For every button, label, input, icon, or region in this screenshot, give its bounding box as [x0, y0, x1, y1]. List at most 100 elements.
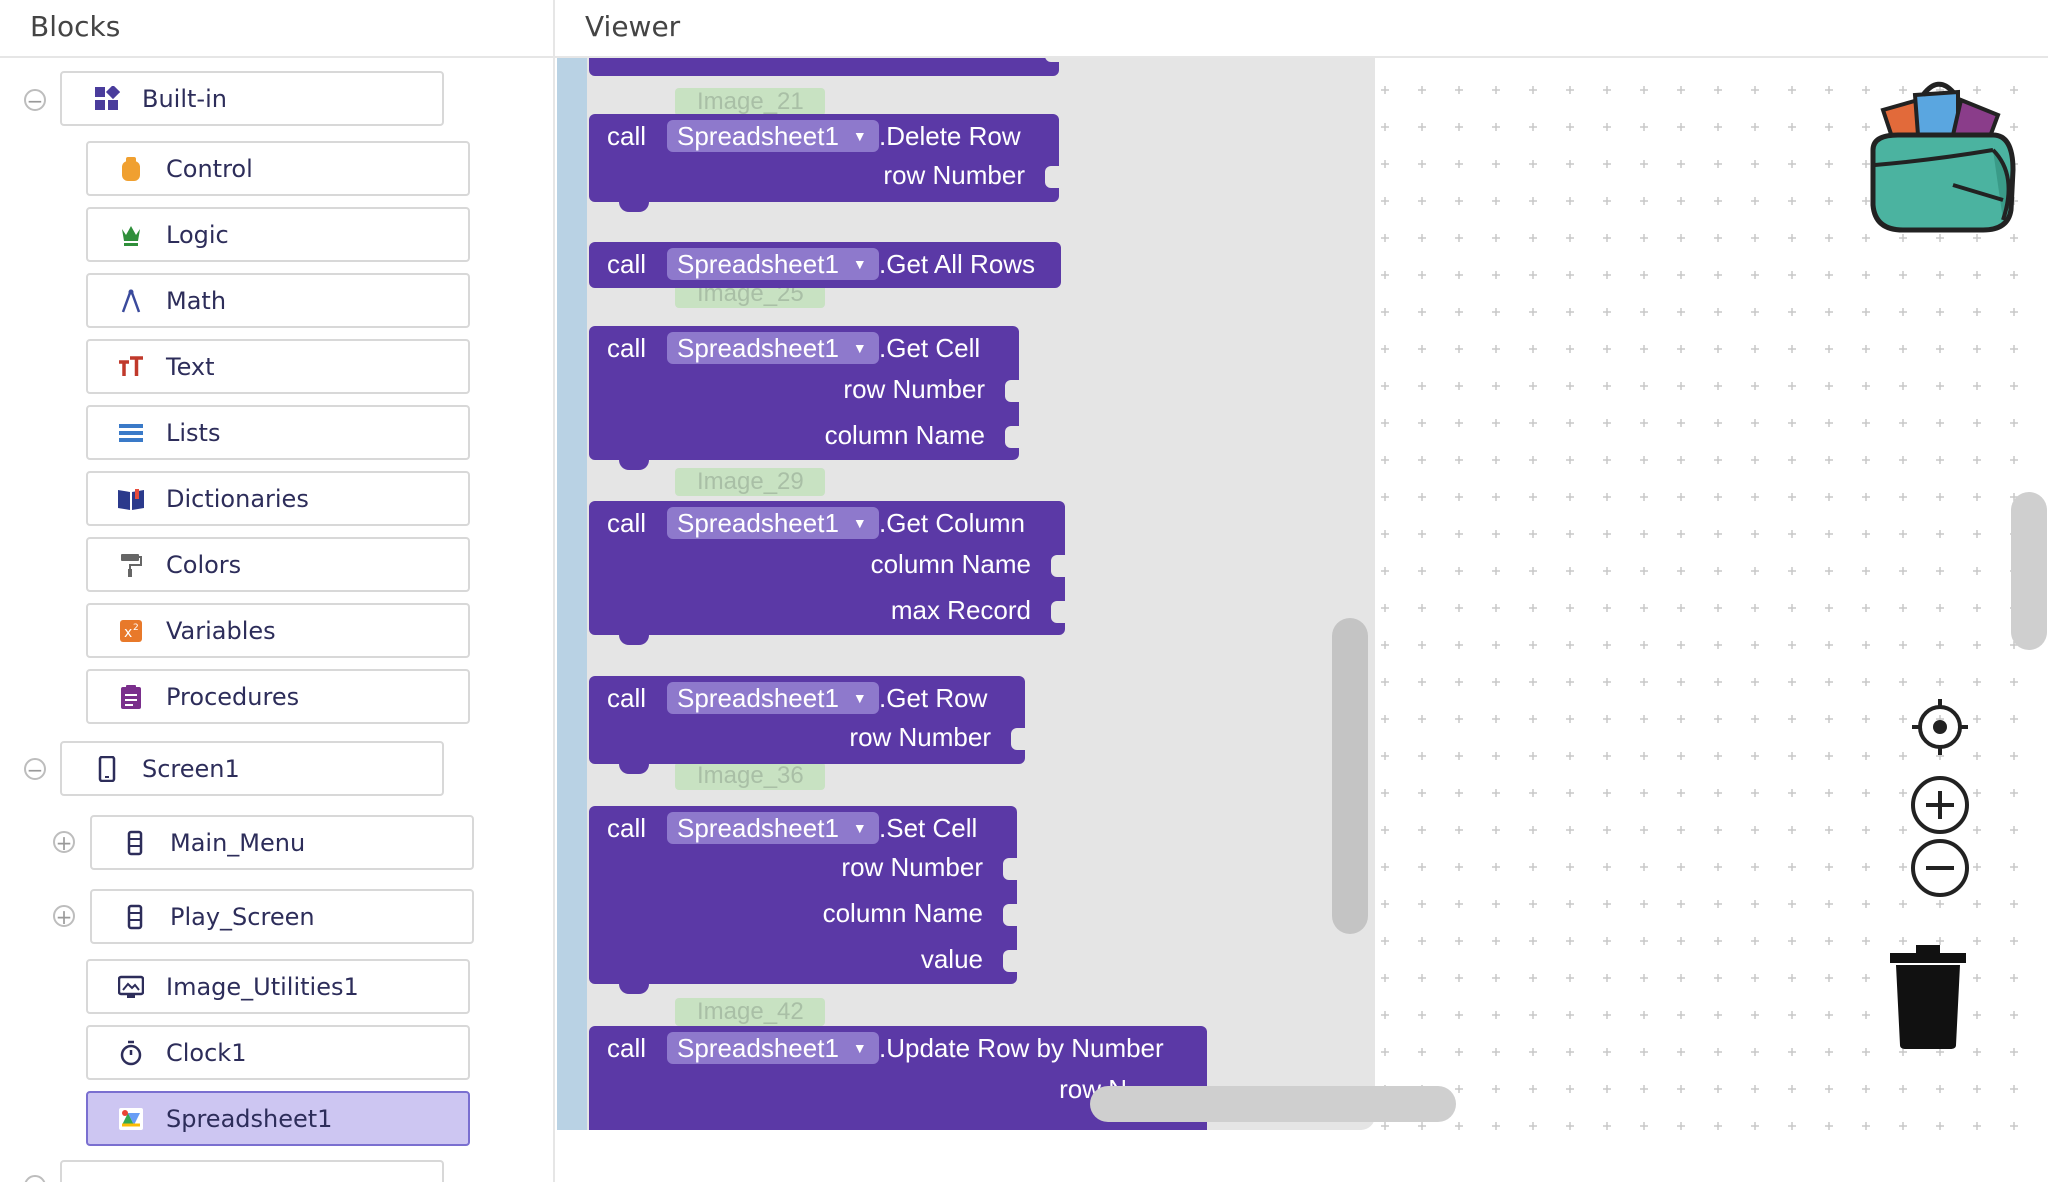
block-delete-row[interactable]: call Spreadsheet1▼ .Delete Row row Numbe… — [589, 114, 1059, 212]
block-set-cell[interactable]: call Spreadsheet1▼ .Set Cell row Number … — [589, 806, 1017, 994]
main-menu-expand-toggle[interactable]: + — [53, 831, 75, 854]
tree-item-label: Variables — [166, 616, 276, 645]
component-dropdown[interactable]: Spreadsheet1 ▼ — [667, 507, 879, 539]
component-dropdown[interactable]: Spreadsheet1▼ — [667, 248, 879, 280]
divider — [555, 56, 2048, 58]
dropdown-label: Spreadsheet1 — [677, 120, 839, 151]
tree-item-label: Colors — [166, 550, 242, 579]
block-tab — [619, 198, 649, 212]
param-label: row Number — [849, 722, 991, 752]
component-dropdown[interactable]: Spreadsheet1▼ — [667, 812, 879, 844]
dropdown-label: Spreadsheet1 — [677, 682, 839, 713]
socket — [1005, 380, 1019, 402]
tree-item-logic[interactable]: Logic — [86, 207, 470, 262]
dropdown-label: Spreadsheet1 — [677, 507, 839, 538]
target-icon[interactable] — [1910, 697, 1970, 762]
block-tab — [619, 980, 649, 994]
tree-item-math[interactable]: Math — [86, 273, 470, 328]
tree-item-text[interactable]: Text — [86, 339, 470, 394]
screen-collapse-toggle[interactable]: − — [24, 758, 46, 781]
builtin-collapse-toggle[interactable]: − — [24, 89, 46, 112]
tree-item-dictionaries[interactable]: Dictionaries — [86, 471, 470, 526]
svg-text:2: 2 — [133, 623, 139, 633]
call-keyword: call — [607, 1032, 647, 1063]
param-label: column Name — [824, 420, 985, 450]
flyout-horizontal-scrollbar[interactable] — [1090, 1086, 1456, 1122]
socket — [1011, 728, 1025, 750]
blocks-flyout[interactable]: values Image_21 Image_25 Image_29 Image_… — [557, 58, 1375, 1130]
tree-item-image-utilities1[interactable]: Image_Utilities1 — [86, 959, 470, 1014]
param-label: row Number — [843, 374, 985, 404]
book-icon — [116, 484, 146, 514]
block-get-row[interactable]: call Spreadsheet1▼ .Get Row row Number — [589, 676, 1025, 774]
param-label: row Number — [841, 852, 983, 882]
block-get-all-rows[interactable]: call Spreadsheet1▼ .Get All Rows — [589, 242, 1061, 288]
tree-item-partial[interactable] — [60, 1160, 444, 1182]
tree-item-label: Play_Screen — [170, 902, 315, 931]
tree-item-main-menu[interactable]: Main_Menu — [90, 815, 474, 870]
dropdown-arrow-icon: ▼ — [852, 515, 867, 531]
tree-item-screen1[interactable]: Screen1 — [60, 741, 444, 796]
block-tab — [619, 456, 649, 470]
ghost-label: Image_21 — [675, 88, 825, 116]
tree-item-builtin[interactable]: Built-in — [60, 71, 444, 126]
tree-item-procedures[interactable]: Procedures — [86, 669, 470, 724]
dropdown-label: Spreadsheet1 — [677, 1032, 839, 1063]
viewer-title: Viewer — [585, 10, 681, 43]
call-keyword: call — [607, 682, 647, 713]
arrangement-icon — [120, 902, 150, 932]
socket — [1045, 58, 1059, 62]
divider — [0, 56, 553, 58]
tree-item-label: Control — [166, 154, 253, 183]
method-name: .Get Cell — [879, 332, 981, 363]
tree-item-label: Text — [166, 352, 215, 381]
method-name: .Set Cell — [879, 812, 978, 843]
trash-icon[interactable] — [1888, 945, 1968, 1055]
ghost-label: Image_42 — [675, 998, 825, 1026]
socket — [1045, 166, 1059, 188]
component-dropdown[interactable]: Spreadsheet1 ▼ — [667, 682, 879, 714]
workspace-vertical-scrollbar[interactable] — [2011, 492, 2047, 650]
tree-item-label: Logic — [166, 220, 229, 249]
workspace-grid[interactable] — [555, 58, 2048, 1138]
call-keyword: call — [607, 248, 647, 279]
tree-item-lists[interactable]: Lists — [86, 405, 470, 460]
backpack-icon[interactable] — [1853, 80, 2023, 245]
dropdown-arrow-icon: ▼ — [852, 690, 867, 706]
tree-item-label: Math — [166, 286, 227, 315]
tree-item-control[interactable]: Control — [86, 141, 470, 196]
tree-item-spreadsheet1[interactable]: Spreadsheet1 — [86, 1091, 470, 1146]
socket — [1051, 601, 1065, 623]
component-dropdown[interactable]: Spreadsheet1▼ — [667, 120, 879, 152]
tree-item-label: Main_Menu — [170, 828, 306, 857]
zoom-in-icon[interactable] — [1910, 775, 1970, 840]
ghost-label: Image_29 — [675, 468, 825, 496]
control-icon — [116, 154, 146, 184]
partial-toggle[interactable] — [24, 1175, 46, 1182]
component-dropdown[interactable]: Spreadsheet1▼ — [667, 1032, 879, 1064]
method-name: .Delete Row — [879, 120, 1021, 151]
blocks-panel-title: Blocks — [30, 10, 121, 43]
flyout-vertical-scrollbar[interactable] — [1332, 618, 1368, 934]
socket — [1003, 858, 1017, 880]
play-screen-expand-toggle[interactable]: + — [53, 905, 75, 928]
dropdown-label: Spreadsheet1 — [677, 812, 839, 843]
tree-item-label: Procedures — [166, 682, 300, 711]
param-label: value — [920, 944, 983, 974]
tree-item-colors[interactable]: Colors — [86, 537, 470, 592]
phone-icon — [92, 754, 122, 784]
param-label: max Record — [890, 595, 1031, 625]
block-get-cell[interactable]: call Spreadsheet1▼ .Get Cell row Number … — [589, 326, 1019, 470]
svg-text:x: x — [124, 625, 132, 641]
component-dropdown[interactable]: Spreadsheet1▼ — [667, 332, 879, 364]
block-get-column[interactable]: call Spreadsheet1▼ .Get Column column Na… — [589, 501, 1065, 645]
tree-item-play-screen[interactable]: Play_Screen — [90, 889, 474, 944]
tree-item-clock1[interactable]: Clock1 — [86, 1025, 470, 1080]
zoom-out-icon[interactable] — [1910, 838, 1970, 903]
partial-block[interactable]: values — [589, 58, 1059, 76]
param-label: column Name — [822, 898, 983, 928]
tree-item-label: Lists — [166, 418, 221, 447]
tree-item-label: Image_Utilities1 — [166, 972, 359, 1001]
method-name: .Get All Rows — [879, 248, 1036, 279]
